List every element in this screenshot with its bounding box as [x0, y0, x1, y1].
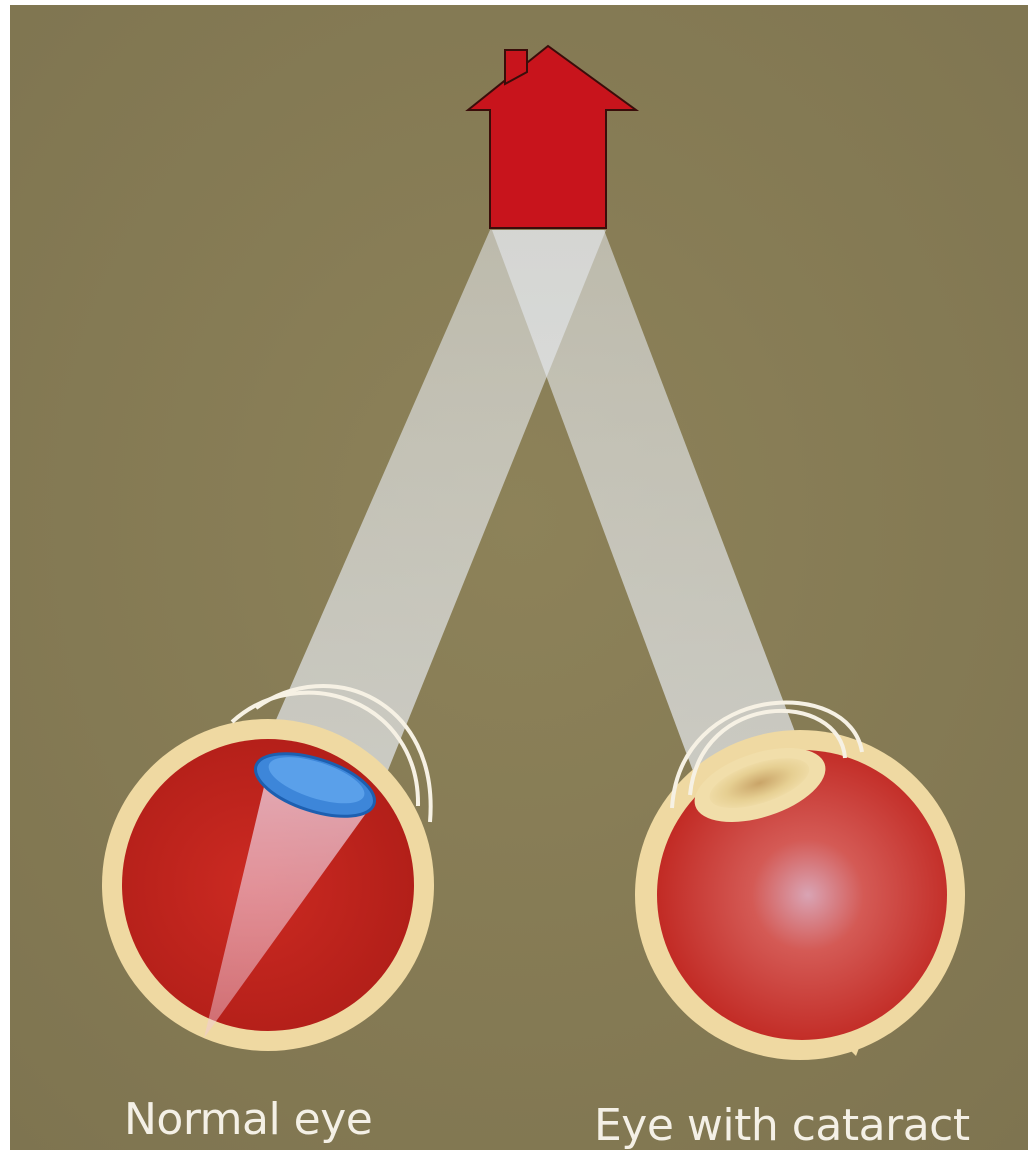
cataract-eye-label: Eye with cataract	[594, 1104, 970, 1148]
normal-eye-label: Normal eye	[124, 1098, 372, 1142]
